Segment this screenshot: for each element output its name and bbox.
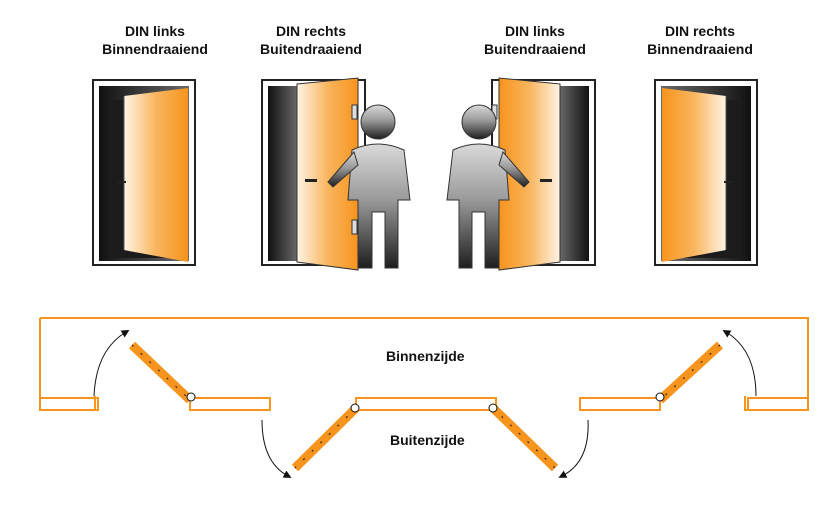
plan-door-2 [291, 403, 360, 472]
door-handle-icon [117, 181, 126, 183]
person-icon [446, 104, 530, 269]
floor-plan [39, 317, 809, 411]
door-caption-2: DIN rechts Buitendraaiend [231, 22, 391, 58]
plan-door-leaves [128, 341, 724, 472]
swing-arrow-icon [558, 419, 589, 478]
swing-arrow-icon [93, 329, 130, 397]
door-handle-icon [724, 181, 733, 183]
plan-door-3 [488, 403, 559, 472]
door-2-illustration [261, 77, 411, 271]
person-icon [327, 104, 411, 269]
door-handle-icon [540, 179, 552, 182]
plan-door-1 [128, 341, 196, 404]
inside-label: Binnenzijde [386, 348, 465, 364]
plan-door-4 [655, 341, 724, 404]
door-caption-1-line1: DIN links [125, 23, 185, 39]
door-caption-4: DIN rechts Binnendraaiend [620, 22, 780, 58]
door-caption-3-line2: Buitendraaiend [484, 41, 586, 57]
door-caption-4-line1: DIN rechts [664, 23, 736, 39]
outside-label: Buitenzijde [390, 432, 465, 448]
door-caption-2-line2: Buitendraaiend [260, 41, 362, 57]
door-caption-3: DIN links Buitendraaiend [455, 22, 615, 58]
swing-arrow-icon [722, 329, 757, 397]
door-caption-4-line2: Binnendraaiend [647, 41, 753, 57]
door-handle-icon [305, 179, 317, 182]
swing-arcs [93, 329, 757, 478]
door-4-illustration [654, 79, 758, 266]
swing-arrow-icon [261, 419, 292, 478]
door-caption-3-line1: DIN links [505, 23, 565, 39]
door-1-illustration [92, 79, 196, 266]
door-caption-1-line2: Binnendraaiend [102, 41, 208, 57]
door-caption-2-line1: DIN rechts [275, 23, 347, 39]
door-caption-1: DIN links Binnendraaiend [75, 22, 235, 58]
door-3-illustration [446, 77, 596, 271]
